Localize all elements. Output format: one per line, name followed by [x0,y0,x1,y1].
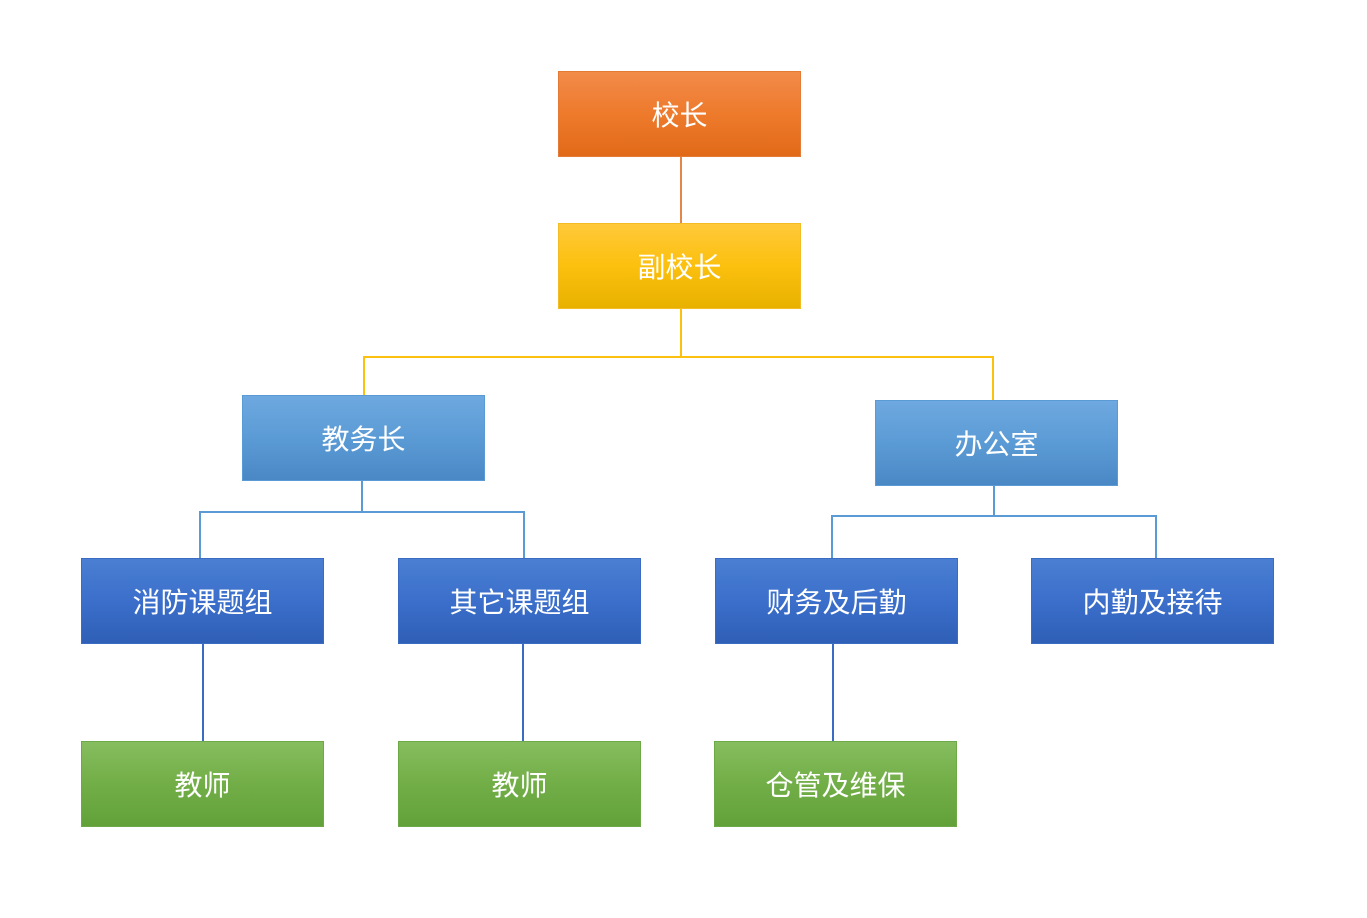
node-warehouse-label: 仓管及维保 [765,769,906,802]
connector-vice-dean [363,309,682,395]
node-teacher-2-label: 教师 [491,769,548,802]
connector-office-reception [994,515,1157,558]
connector-office-finance [831,486,995,558]
node-vice-principal[interactable]: 副校长 [558,223,801,309]
node-reception-label: 内勤及接待 [1082,586,1223,619]
connector-dean-fire [199,481,363,558]
node-finance-label: 财务及后勤 [766,586,907,619]
connector-vice-office [681,356,994,401]
node-vice-principal-label: 副校长 [637,251,722,284]
node-other-group[interactable]: 其它课题组 [398,558,641,644]
node-warehouse[interactable]: 仓管及维保 [714,741,957,827]
node-dean-label: 教务长 [321,423,406,456]
connector-dean-other [362,511,525,558]
node-fire-group[interactable]: 消防课题组 [81,558,324,644]
node-teacher-1-label: 教师 [174,769,231,802]
node-teacher-1[interactable]: 教师 [81,741,324,827]
node-finance[interactable]: 财务及后勤 [715,558,958,644]
node-office-label: 办公室 [954,428,1039,461]
node-fire-group-label: 消防课题组 [132,586,273,619]
node-principal-label: 校长 [651,99,708,132]
node-teacher-2[interactable]: 教师 [398,741,641,827]
node-dean[interactable]: 教务长 [242,395,485,481]
node-other-group-label: 其它课题组 [449,586,590,619]
node-reception[interactable]: 内勤及接待 [1031,558,1274,644]
node-office[interactable]: 办公室 [875,400,1118,486]
node-principal[interactable]: 校长 [558,71,801,157]
